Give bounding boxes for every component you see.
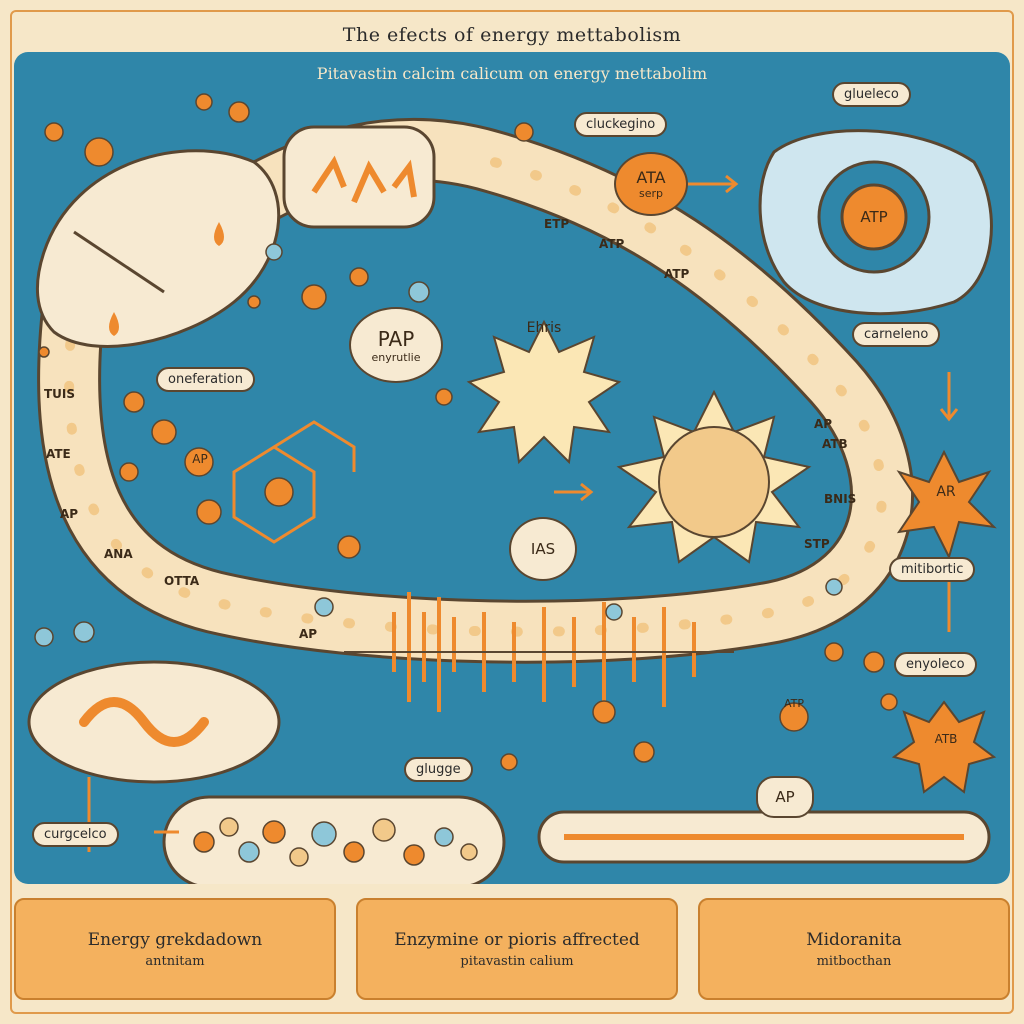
blue-droplets (34, 243, 843, 647)
band-segment-label: AP (814, 417, 833, 431)
label-gluleco: glueleco (832, 82, 911, 107)
band-segment-label: OTTA (164, 574, 200, 588)
band-segment-label: AP (60, 507, 79, 521)
molecule-box (282, 125, 436, 229)
page-title: The efects of energy mettabolism (342, 24, 682, 46)
band-segment-label: ETP (544, 217, 570, 231)
band-segment-label: AP (299, 627, 318, 641)
molecule-strands (311, 155, 417, 204)
node-ata: ATA serp (614, 152, 688, 216)
node-atb: ATB (934, 732, 958, 746)
node-ias: IAS (509, 517, 577, 581)
band-segment-label: ATB (822, 437, 848, 451)
drop-icon (109, 312, 119, 336)
band-segment-label: ATP (599, 237, 625, 251)
diagram-svg (27, 93, 997, 884)
bottom-box-mid-title: Enzymine or pioris affrected (394, 929, 640, 950)
node-pap-sub: enyrutlie (371, 350, 421, 364)
bottom-box-energy-breakdown: Energy grekdadown antnitam (14, 898, 336, 1000)
node-atp-small: ATP (783, 697, 805, 710)
band-segment-label: ANA (104, 547, 133, 561)
star-atb (891, 700, 997, 794)
label-oneferation: oneferation (156, 367, 255, 392)
left-cell-body (35, 149, 281, 348)
cell-strand (79, 697, 209, 747)
node-pap: PAP enyrutlie (349, 307, 443, 383)
node-atp: ATP (860, 208, 888, 226)
node-ar: AR (936, 484, 956, 500)
diagram-subtitle: Pitavastin calcim calicum on energy mett… (316, 64, 708, 83)
label-glugge: glugge (404, 757, 473, 782)
bottom-box-mid-sub: pitavastin calium (460, 953, 574, 969)
page-frame (10, 10, 1014, 1014)
bottom-box-enzymes: Enzymine or pioris affrected pitavastin … (356, 898, 678, 1000)
node-ata-sub: serp (638, 187, 663, 200)
atp-core (840, 183, 908, 251)
band-segment-label: ATE (46, 447, 71, 461)
label-curgcelco: curgcelco (32, 822, 119, 847)
bottom-box-left-title: Energy grekdadown (87, 929, 263, 950)
bottom-box-left-sub: antnitam (145, 953, 205, 969)
node-ap: AP (192, 452, 208, 466)
hexagon-molecule (232, 420, 356, 544)
starburst-core (658, 426, 770, 538)
bottom-box-mitochondria: Midoranita mitbocthan (698, 898, 1010, 1000)
node-ap-right: AP (756, 776, 814, 818)
label-enyoleco: enyoleco (894, 652, 977, 677)
scattered-molecules (38, 93, 898, 771)
diagram-panel: Pitavastin calcim calicum on energy mett… (14, 52, 1010, 884)
label-cluckegino: cluckegino (574, 112, 668, 137)
band-segment-label: ATP (664, 267, 690, 281)
band-segment-label: TUIS (44, 387, 76, 401)
label-mitibortic: mitibortic (889, 557, 976, 582)
lower-left-cell (27, 660, 281, 784)
node-ehrs: Ehris (526, 320, 562, 336)
cell-divider (73, 230, 165, 294)
label-carneleno: carneleno (852, 322, 941, 347)
band-segment-label: BNIS (824, 492, 857, 506)
capsule-granules (193, 817, 478, 867)
node-pap-title: PAP (377, 326, 415, 351)
arrows (87, 174, 959, 852)
drop-icon (214, 222, 224, 246)
band-segment-label: STP (804, 537, 830, 551)
starburst-left (466, 319, 622, 465)
bottom-box-right-title: Midoranita (806, 929, 902, 950)
node-ata-title: ATA (636, 168, 666, 187)
bottom-box-right-sub: mitbocthan (816, 953, 892, 969)
